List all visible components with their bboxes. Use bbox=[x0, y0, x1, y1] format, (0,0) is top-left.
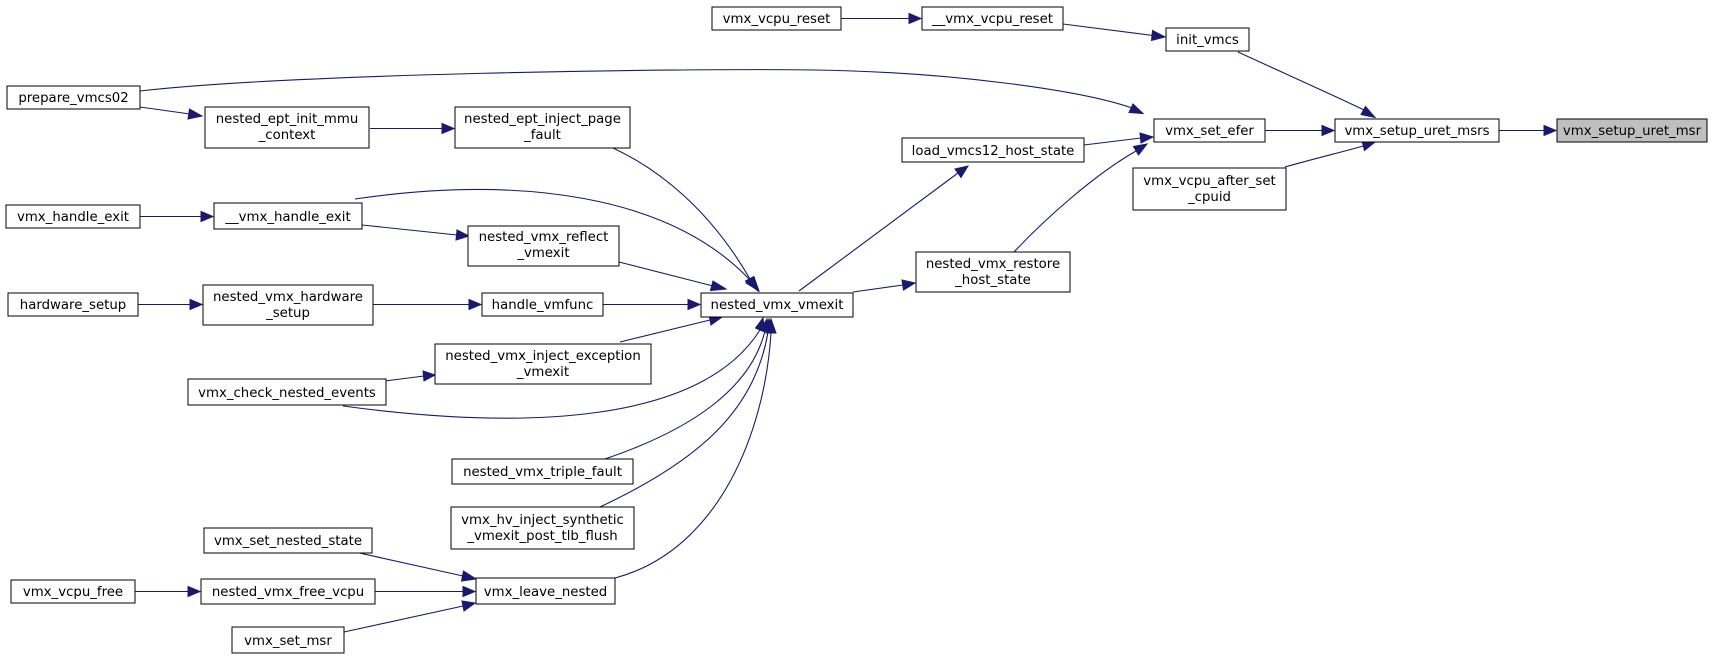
edge-__vmx_vcpu_reset-to-init_vmcs bbox=[1062, 23, 1167, 42]
edge-load_vmcs12_host_state-to-vmx_set_efer bbox=[1083, 132, 1155, 146]
edge-nested_vmx_free_vcpu-to-vmx_leave_nested bbox=[375, 585, 477, 598]
node-nested_vmx_hardware_setup-label-line1: nested_vmx_hardware bbox=[213, 290, 363, 305]
node-vmx_set_efer[interactable]: vmx_set_efer bbox=[1153, 118, 1266, 143]
edge-nested_vmx_reflect_vmexit-to-nested_vmx_vmexit bbox=[618, 261, 728, 292]
edge-nested_vmx_inject_exception_vmexit-to-nested_vmx_vmexit bbox=[619, 314, 724, 343]
edge-prepare_vmcs02-to-vmx_set_efer bbox=[139, 69, 1145, 115]
node-vmx_vcpu_free-label: vmx_vcpu_free bbox=[23, 585, 123, 600]
node-nested_vmx_restore_host_state-label-line2: _host_state bbox=[954, 273, 1031, 288]
edge-__vmx_handle_exit-to-nested_vmx_reflect_vmexit bbox=[361, 224, 471, 241]
edge-__vmx_handle_exit-to-nested_vmx_vmexit bbox=[354, 189, 760, 293]
edge-nested_vmx_hardware_setup-to-handle_vmfunc bbox=[373, 298, 483, 311]
edge-vmx_set_msr-to-vmx_leave_nested bbox=[343, 600, 477, 633]
node-nested_ept_init_mmu_context[interactable]: nested_ept_init_mmu _context bbox=[204, 106, 370, 149]
node-handle_vmfunc[interactable]: handle_vmfunc bbox=[481, 292, 604, 317]
edge-nested_vmx_vmexit-to-nested_vmx_restore_host_state bbox=[852, 279, 917, 293]
node-nested_ept_inject_page_fault-label-line2: _fault bbox=[523, 128, 561, 143]
edge-vmx_leave_nested-to-nested_vmx_vmexit bbox=[614, 317, 777, 579]
node-vmx_set_msr[interactable]: vmx_set_msr bbox=[231, 626, 345, 654]
node-vmx_set_msr-label: vmx_set_msr bbox=[244, 634, 332, 649]
node-vmx_set_nested_state[interactable]: vmx_set_nested_state bbox=[203, 527, 373, 554]
node-nested_vmx_triple_fault[interactable]: nested_vmx_triple_fault bbox=[451, 458, 634, 485]
edge-vmx_set_nested_state-to-vmx_leave_nested bbox=[354, 551, 478, 582]
node-vmx_handle_exit[interactable]: vmx_handle_exit bbox=[5, 204, 141, 229]
node-vmx_setup_uret_msrs[interactable]: vmx_setup_uret_msrs bbox=[1334, 118, 1500, 143]
node-vmx_hv_inject_synthetic_vmexit_post_tlb_flush-label-line2: _vmexit_post_tlb_flush bbox=[466, 529, 617, 544]
node-__vmx_handle_exit[interactable]: __vmx_handle_exit bbox=[213, 202, 363, 230]
node-prepare_vmcs02-label: prepare_vmcs02 bbox=[18, 91, 128, 106]
node-nested_vmx_hardware_setup[interactable]: nested_vmx_hardware _setup bbox=[202, 284, 374, 326]
edge-vmx_check_nested_events-to-nested_vmx_inject_exception_vmexit bbox=[384, 370, 437, 382]
node-vmx_vcpu_reset[interactable]: vmx_vcpu_reset bbox=[711, 6, 842, 31]
node-load_vmcs12_host_state-label: load_vmcs12_host_state bbox=[912, 144, 1075, 159]
node-nested_vmx_hardware_setup-label-line2: _setup bbox=[265, 306, 310, 321]
node-vmx_check_nested_events[interactable]: vmx_check_nested_events bbox=[187, 378, 387, 406]
node-nested_vmx_reflect_vmexit-label-line1: nested_vmx_reflect bbox=[479, 230, 609, 245]
node-nested_ept_inject_page_fault-label-line1: nested_ept_inject_page bbox=[464, 112, 621, 127]
node-vmx_setup_uret_msr[interactable]: vmx_setup_uret_msr bbox=[1556, 118, 1708, 143]
node-__vmx_vcpu_reset-label: __vmx_vcpu_reset bbox=[931, 12, 1053, 27]
node-nested_vmx_reflect_vmexit[interactable]: nested_vmx_reflect _vmexit bbox=[467, 225, 620, 267]
node-nested_vmx_restore_host_state[interactable]: nested_vmx_restore _host_state bbox=[915, 251, 1071, 293]
node-vmx_setup_uret_msrs-label: vmx_setup_uret_msrs bbox=[1344, 124, 1489, 139]
node-vmx_vcpu_free[interactable]: vmx_vcpu_free bbox=[10, 579, 136, 604]
edge-handle_vmfunc-to-nested_vmx_vmexit bbox=[603, 298, 702, 311]
edge-hardware_setup-to-nested_vmx_hardware_setup bbox=[138, 298, 204, 311]
node-vmx_setup_uret_msr-label: vmx_setup_uret_msr bbox=[1563, 124, 1702, 139]
node-init_vmcs-label: init_vmcs bbox=[1176, 33, 1239, 48]
node-hardware_setup-label: hardware_setup bbox=[20, 298, 126, 313]
node-nested_vmx_inject_exception_vmexit-label-line1: nested_vmx_inject_exception bbox=[445, 349, 641, 364]
node-nested_vmx_triple_fault-label: nested_vmx_triple_fault bbox=[463, 465, 622, 480]
node-vmx_vcpu_after_set_cpuid-label-line2: _cpuid bbox=[1187, 190, 1231, 205]
node-nested_ept_inject_page_fault[interactable]: nested_ept_inject_page _fault bbox=[454, 106, 631, 149]
node-nested_vmx_vmexit-label: nested_vmx_vmexit bbox=[711, 298, 844, 313]
edge-vmx_setup_uret_msrs-to-vmx_setup_uret_msr bbox=[1499, 124, 1558, 137]
node-vmx_hv_inject_synthetic_vmexit_post_tlb_flush-label-line1: vmx_hv_inject_synthetic bbox=[461, 513, 624, 528]
node-nested_ept_init_mmu_context-label-line1: nested_ept_init_mmu bbox=[216, 112, 359, 127]
node-vmx_hv_inject_synthetic_vmexit_post_tlb_flush[interactable]: vmx_hv_inject_synthetic _vmexit_post_tlb… bbox=[450, 506, 635, 550]
node-vmx_vcpu_reset-label: vmx_vcpu_reset bbox=[723, 12, 831, 27]
call-graph-edges bbox=[135, 12, 1558, 633]
edge-nested_ept_inject_page_fault-to-nested_vmx_vmexit bbox=[612, 147, 759, 293]
node-vmx_vcpu_after_set_cpuid[interactable]: vmx_vcpu_after_set _cpuid bbox=[1132, 167, 1287, 211]
edge-vmx_vcpu_reset-to-__vmx_vcpu_reset bbox=[841, 12, 923, 25]
edge-vmx_handle_exit-to-__vmx_handle_exit bbox=[140, 210, 215, 223]
edge-prepare_vmcs02-to-nested_ept_init_mmu_context bbox=[139, 106, 204, 120]
node-__vmx_handle_exit-label: __vmx_handle_exit bbox=[224, 210, 350, 225]
node-vmx_leave_nested[interactable]: vmx_leave_nested bbox=[475, 577, 616, 605]
node-hardware_setup[interactable]: hardware_setup bbox=[7, 292, 139, 317]
node-nested_ept_init_mmu_context-label-line2: _context bbox=[258, 128, 316, 143]
node-init_vmcs[interactable]: init_vmcs bbox=[1165, 27, 1250, 52]
edge-nested_vmx_restore_host_state-to-vmx_set_efer bbox=[1013, 143, 1149, 253]
node-vmx_check_nested_events-label: vmx_check_nested_events bbox=[198, 386, 376, 401]
node-vmx_handle_exit-label: vmx_handle_exit bbox=[17, 210, 129, 225]
node-vmx_set_efer-label: vmx_set_efer bbox=[1165, 124, 1254, 139]
node-nested_vmx_inject_exception_vmexit[interactable]: nested_vmx_inject_exception _vmexit bbox=[434, 343, 652, 385]
call-graph-nodes: vmx_vcpu_reset __vmx_vcpu_reset init_vmc… bbox=[5, 6, 1708, 654]
node-nested_vmx_free_vcpu[interactable]: nested_vmx_free_vcpu bbox=[200, 578, 376, 605]
node-nested_vmx_reflect_vmexit-label-line2: _vmexit bbox=[516, 246, 569, 261]
node-nested_vmx_free_vcpu-label: nested_vmx_free_vcpu bbox=[212, 585, 364, 600]
edge-nested_ept_init_mmu_context-to-nested_ept_inject_page_fault bbox=[370, 122, 456, 135]
edge-nested_vmx_vmexit-to-load_vmcs12_host_state bbox=[798, 165, 970, 292]
node-vmx_vcpu_after_set_cpuid-label-line1: vmx_vcpu_after_set bbox=[1143, 174, 1275, 189]
node-vmx_leave_nested-label: vmx_leave_nested bbox=[484, 585, 607, 600]
node-handle_vmfunc-label: handle_vmfunc bbox=[492, 298, 594, 313]
edge-vmx_vcpu_after_set_cpuid-to-vmx_setup_uret_msrs bbox=[1284, 140, 1377, 168]
edge-init_vmcs-to-vmx_setup_uret_msrs bbox=[1237, 51, 1377, 119]
node-nested_vmx_vmexit[interactable]: nested_vmx_vmexit bbox=[700, 292, 854, 318]
node-load_vmcs12_host_state[interactable]: load_vmcs12_host_state bbox=[901, 137, 1085, 163]
node-nested_vmx_inject_exception_vmexit-label-line2: _vmexit bbox=[516, 365, 569, 380]
node-nested_vmx_restore_host_state-label-line1: nested_vmx_restore bbox=[926, 257, 1060, 272]
node-__vmx_vcpu_reset[interactable]: __vmx_vcpu_reset bbox=[921, 6, 1064, 31]
edge-vmx_set_efer-to-vmx_setup_uret_msrs bbox=[1265, 124, 1336, 137]
node-vmx_set_nested_state-label: vmx_set_nested_state bbox=[214, 534, 362, 549]
edge-vmx_vcpu_free-to-nested_vmx_free_vcpu bbox=[135, 585, 202, 598]
node-prepare_vmcs02[interactable]: prepare_vmcs02 bbox=[6, 85, 141, 110]
